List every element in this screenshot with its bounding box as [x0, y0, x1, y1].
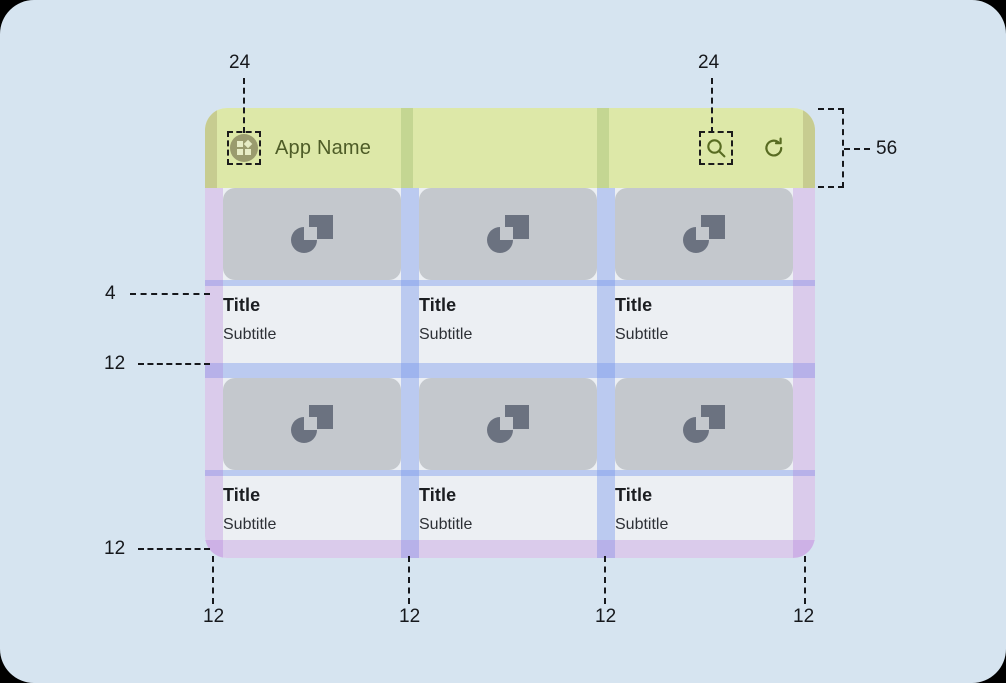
bracket-appbar-height	[818, 108, 844, 188]
leader-line-gutter-mid-1	[408, 556, 410, 604]
card-thumbnail	[419, 188, 597, 280]
card-grid: Title Subtitle Title Subtitle	[205, 188, 815, 558]
card-thumbnail	[223, 378, 401, 470]
app-bar: App Name	[205, 108, 815, 188]
card-thumbnail	[223, 188, 401, 280]
card-subtitle: Subtitle	[419, 516, 473, 533]
card[interactable]: Title Subtitle	[615, 188, 793, 363]
card-title: Title	[419, 485, 457, 505]
image-placeholder-icon	[291, 215, 333, 253]
card-title: Title	[419, 295, 457, 315]
card-thumbnail	[615, 378, 793, 470]
card-title: Title	[223, 295, 261, 315]
annotation-bottom-padding: 12	[104, 538, 126, 559]
card[interactable]: Title Subtitle	[223, 378, 401, 553]
app-mock-frame: App Name	[205, 108, 815, 558]
card-title: Title	[615, 295, 653, 315]
spacing-overlay-row-gap	[205, 363, 815, 378]
leader-line-bottom-padding	[138, 548, 210, 550]
card[interactable]: Title Subtitle	[223, 188, 401, 363]
appbar-gutter-overlay-1	[401, 108, 413, 188]
leader-line-gutter-mid-2	[604, 556, 606, 604]
grid-app-icon	[230, 134, 258, 162]
card[interactable]: Title Subtitle	[419, 188, 597, 363]
leader-line-image-title-gap	[130, 293, 210, 295]
search-button[interactable]	[699, 131, 733, 165]
annotation-gutter-right: 12	[793, 606, 815, 627]
card-title: Title	[615, 485, 653, 505]
image-placeholder-icon	[683, 215, 725, 253]
leader-line-appbar-height	[844, 148, 870, 150]
annotation-appbar-height: 56	[876, 138, 898, 159]
image-placeholder-icon	[487, 215, 529, 253]
card-text: Title Subtitle	[223, 294, 401, 345]
card-thumbnail	[615, 188, 793, 280]
card-subtitle: Subtitle	[223, 516, 277, 533]
card-subtitle: Subtitle	[615, 326, 669, 343]
card[interactable]: Title Subtitle	[615, 378, 793, 553]
annotation-row-gap: 12	[104, 353, 126, 374]
leader-line-search	[711, 78, 713, 133]
annotation-image-title-gap: 4	[105, 283, 116, 304]
card-row: Title Subtitle Title Subtitle	[205, 188, 815, 363]
card-text: Title Subtitle	[615, 294, 793, 345]
refresh-icon	[765, 137, 783, 157]
image-placeholder-icon	[291, 405, 333, 443]
leader-line-gutter-right	[804, 556, 806, 604]
card-thumbnail	[419, 378, 597, 470]
card-subtitle: Subtitle	[223, 326, 277, 343]
app-title: App Name	[275, 137, 372, 159]
annotation-gutter-mid-1: 12	[399, 606, 421, 627]
image-placeholder-icon	[487, 405, 529, 443]
leader-line-menu	[243, 78, 245, 133]
card-subtitle: Subtitle	[419, 326, 473, 343]
card-row: Title Subtitle Title Subtitle	[205, 378, 815, 553]
annotation-gutter-mid-2: 12	[595, 606, 617, 627]
annotation-menu-touch-target: 24	[229, 52, 251, 73]
card-text: Title Subtitle	[419, 294, 597, 345]
image-placeholder-icon	[683, 405, 725, 443]
card-title: Title	[223, 485, 261, 505]
appbar-padding-right-overlay	[803, 108, 815, 188]
card-text: Title Subtitle	[223, 484, 401, 535]
annotation-gutter-left: 12	[203, 606, 225, 627]
card-text: Title Subtitle	[615, 484, 793, 535]
appbar-gutter-overlay-2	[597, 108, 609, 188]
leader-line-row-gap	[138, 363, 210, 365]
refresh-button[interactable]	[759, 133, 789, 163]
card[interactable]: Title Subtitle	[419, 378, 597, 553]
menu-button[interactable]	[227, 131, 261, 165]
search-icon	[707, 139, 726, 158]
card-text: Title Subtitle	[419, 484, 597, 535]
appbar-padding-left-overlay	[205, 108, 217, 188]
annotation-search-touch-target: 24	[698, 52, 720, 73]
card-subtitle: Subtitle	[615, 516, 669, 533]
leader-line-gutter-left	[212, 556, 214, 604]
